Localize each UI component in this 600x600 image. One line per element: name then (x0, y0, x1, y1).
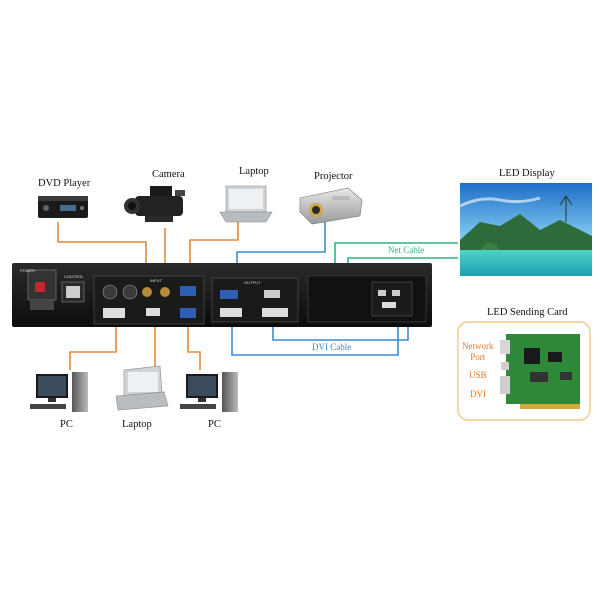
pc-right-label: PC (208, 419, 221, 430)
laptop-top-device (219, 185, 273, 223)
dvi-port-label: DVI (470, 389, 486, 399)
camera-device (124, 186, 185, 222)
projector-label: Projector (314, 171, 353, 182)
svg-text:INPUT: INPUT (150, 278, 163, 283)
network-port-label: Network Port (462, 341, 494, 362)
dvd-player-device (38, 196, 88, 218)
laptop-bottom-label: Laptop (122, 419, 152, 430)
laptop-top-cable (189, 222, 239, 285)
controller-rear-panel: POWER CONTROL INPUT OUTPUT (12, 263, 432, 327)
net-cable-label: Net Cable (388, 245, 425, 255)
led-sending-card-label: LED Sending Card (487, 307, 568, 318)
projector-device (299, 187, 363, 225)
pc-right-device (180, 372, 238, 412)
dvi-cable-label: DVI Cable (312, 342, 352, 352)
laptop-bottom-device (115, 365, 169, 411)
svg-text:OUTPUT: OUTPUT (244, 280, 261, 285)
camera-label: Camera (152, 169, 185, 180)
pc-left-label: PC (60, 419, 73, 430)
led-display-label: LED Display (499, 168, 555, 179)
pc-left-device (30, 372, 88, 412)
dvi-cable-loop (231, 312, 399, 356)
sending-card-frame (457, 321, 591, 421)
svg-text:CONTROL: CONTROL (64, 274, 84, 279)
led-display-device (459, 183, 592, 276)
dvd-player-label: DVD Player (38, 178, 91, 189)
usb-port-label: USB (469, 370, 487, 380)
svg-text:POWER: POWER (20, 268, 35, 273)
laptop-top-label: Laptop (239, 166, 269, 177)
